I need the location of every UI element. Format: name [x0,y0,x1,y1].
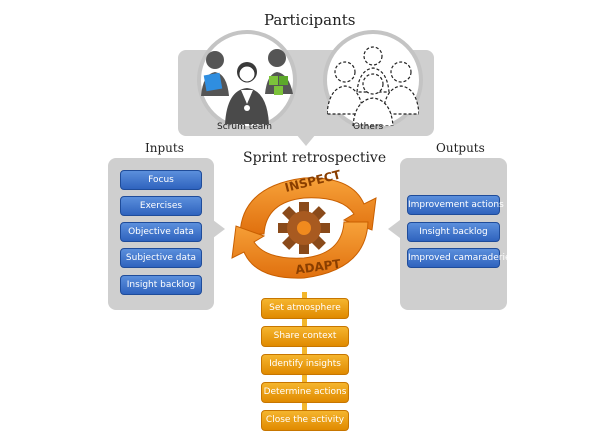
gear-icon [278,202,330,254]
output-insight-backlog: Insight backlog [407,222,500,242]
output-improved-camaraderie: Improved camaraderie [407,248,511,268]
inputs-title: Inputs [145,141,184,155]
step-close-the-activity: Close the activity [261,410,349,431]
step-set-atmosphere: Set atmosphere [261,298,349,319]
input-exercises: Exercises [120,196,202,216]
scrum-team-label: Scrum team [217,122,273,132]
others-circle [323,30,423,130]
scrum-team-people-icon [201,49,293,124]
participants-pointer [296,134,316,146]
input-focus: Focus [120,170,202,190]
step-identify-insights: Identify insights [261,354,349,375]
sprint-retrospective-title: Sprint retrospective [243,150,387,166]
others-label: Others [353,122,384,132]
output-improvement-actions: Improvement actions [407,195,504,215]
outputs-arrow [388,220,400,238]
inspect-adapt-cycle: INSPECT ADAPT [231,167,377,279]
others-people-icon [326,46,420,127]
participants-title: Participants [264,11,356,29]
input-subjective-data: Subjective data [120,248,202,268]
outputs-title: Outputs [436,141,485,155]
input-objective-data: Objective data [120,222,202,242]
input-insight-backlog: Insight backlog [120,275,202,295]
step-share-context: Share context [261,326,349,347]
step-determine-actions: Determine actions [261,382,349,403]
scrum-team-circle [197,30,297,130]
inputs-arrow [213,220,225,238]
adapt-label: ADAPT [294,257,342,277]
adapt-arc [231,221,369,279]
inspect-arc [239,177,377,235]
